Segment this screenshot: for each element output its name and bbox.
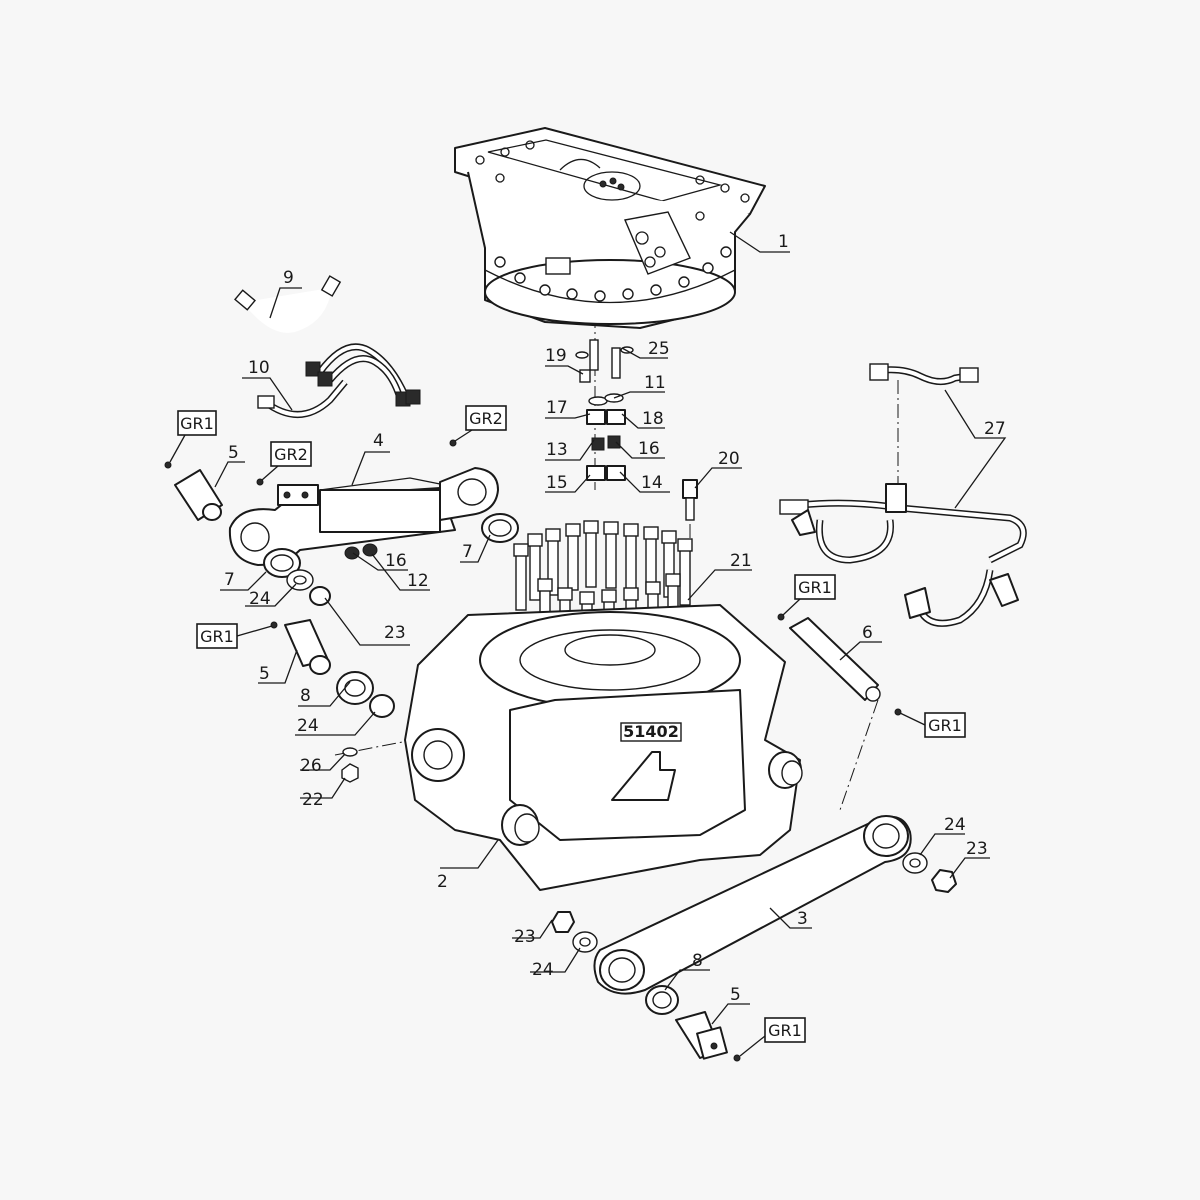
callout-22: 22 xyxy=(302,790,324,810)
callout-7: 7 xyxy=(462,542,473,562)
pin-6 xyxy=(789,617,881,702)
callout-5: 5 xyxy=(730,985,741,1005)
callout-5: 5 xyxy=(228,443,239,463)
group-ref-gr1: GR1 xyxy=(768,1021,802,1040)
callout-24: 24 xyxy=(532,960,554,980)
callout-14: 14 xyxy=(641,473,663,493)
hose-harness-27 xyxy=(779,363,1027,627)
callout-13: 13 xyxy=(546,440,568,460)
group-ref-gr1: GR1 xyxy=(798,578,832,597)
flange-holes xyxy=(475,140,750,221)
grease-nipples xyxy=(164,439,902,1062)
rotator-housing xyxy=(454,127,766,329)
callout-4: 4 xyxy=(373,431,384,451)
group-ref-gr1: GR1 xyxy=(200,627,234,646)
housing-bolt-ring xyxy=(494,246,732,302)
callout-23: 23 xyxy=(384,623,406,643)
callout-12: 12 xyxy=(407,571,429,591)
callout-27: 27 xyxy=(984,419,1006,439)
callout-20: 20 xyxy=(718,449,740,469)
base-frame: 51402 xyxy=(404,604,803,891)
group-ref-gr2: GR2 xyxy=(469,409,503,428)
callout-18: 18 xyxy=(642,409,664,429)
callout-16: 16 xyxy=(638,439,660,459)
bushings-washers-nuts xyxy=(263,513,957,1015)
callout-21: 21 xyxy=(730,551,752,571)
link-arm xyxy=(593,815,912,995)
callout-1: 1 xyxy=(778,232,789,252)
pin-5-lower xyxy=(675,1011,728,1060)
long-bolt-20 xyxy=(682,479,698,521)
callout-8: 8 xyxy=(300,686,311,706)
group-ref-gr2: GR2 xyxy=(274,445,308,464)
callout-19: 19 xyxy=(545,346,567,366)
callout-24: 24 xyxy=(944,815,966,835)
callout-26: 26 xyxy=(300,756,322,776)
callout-23: 23 xyxy=(514,927,536,947)
group-ref-gr1: GR1 xyxy=(180,414,214,433)
callout-24: 24 xyxy=(297,716,319,736)
callout-16: 16 xyxy=(385,551,407,571)
callout-15: 15 xyxy=(546,473,568,493)
adapter-fittings xyxy=(575,339,634,481)
serial-plate-text: 51402 xyxy=(623,722,679,741)
callout-7: 7 xyxy=(224,570,235,590)
callout-6: 6 xyxy=(862,623,873,643)
pin-5-middle xyxy=(284,619,331,675)
callout-2: 2 xyxy=(437,872,448,892)
callout-10: 10 xyxy=(248,358,270,378)
callout-3: 3 xyxy=(797,909,808,929)
callout-9: 9 xyxy=(283,268,294,288)
pin-5-upper xyxy=(174,469,223,521)
serial-plate xyxy=(620,722,682,742)
callout-11: 11 xyxy=(644,373,666,393)
callout-24: 24 xyxy=(249,589,271,609)
callout-17: 17 xyxy=(546,398,568,418)
callout-23: 23 xyxy=(966,839,988,859)
callout-5: 5 xyxy=(259,664,270,684)
callout-25: 25 xyxy=(648,339,670,359)
group-refs: GR1 GR2 GR2 GR1 GR1 GR1 GR1 xyxy=(169,405,966,1057)
callout-8: 8 xyxy=(692,951,703,971)
callouts: 1 2 3 4 5 5 5 6 7 7 8 8 9 10 11 12 13 14 xyxy=(214,231,1007,1025)
hose-assembly-9 xyxy=(234,275,342,333)
hose-assembly-10 xyxy=(257,343,421,418)
group-ref-gr1: GR1 xyxy=(928,716,962,735)
